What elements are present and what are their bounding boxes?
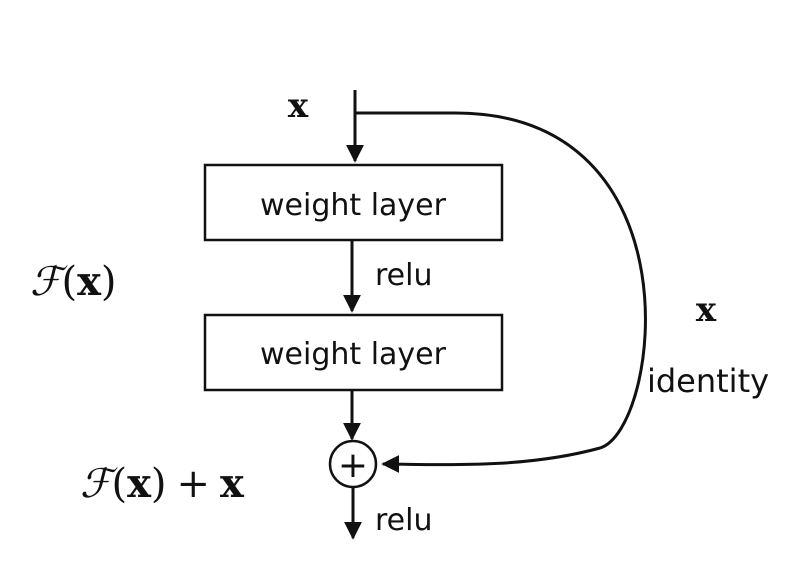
input-x-label: x (288, 86, 309, 126)
shortcut-x-label: x (696, 290, 717, 330)
relu-label-middle: relu (375, 258, 432, 293)
sum-expression-label: ℱ(x)+x (80, 460, 245, 507)
addition-node: + (328, 439, 378, 489)
residual-function-label: ℱ(x) (30, 258, 117, 305)
relu-label-output: relu (375, 503, 432, 538)
addition-circle (328, 439, 378, 489)
identity-shortcut-curve (355, 111, 647, 474)
weight-layer-2-label: weight layer (260, 337, 447, 372)
weight-layer-1-box (203, 163, 504, 242)
plus-icon: + (338, 445, 368, 486)
weight-layer-1-label: weight layer (260, 188, 447, 223)
weight-layer-2-box (203, 313, 504, 392)
identity-label: identity (647, 362, 769, 400)
